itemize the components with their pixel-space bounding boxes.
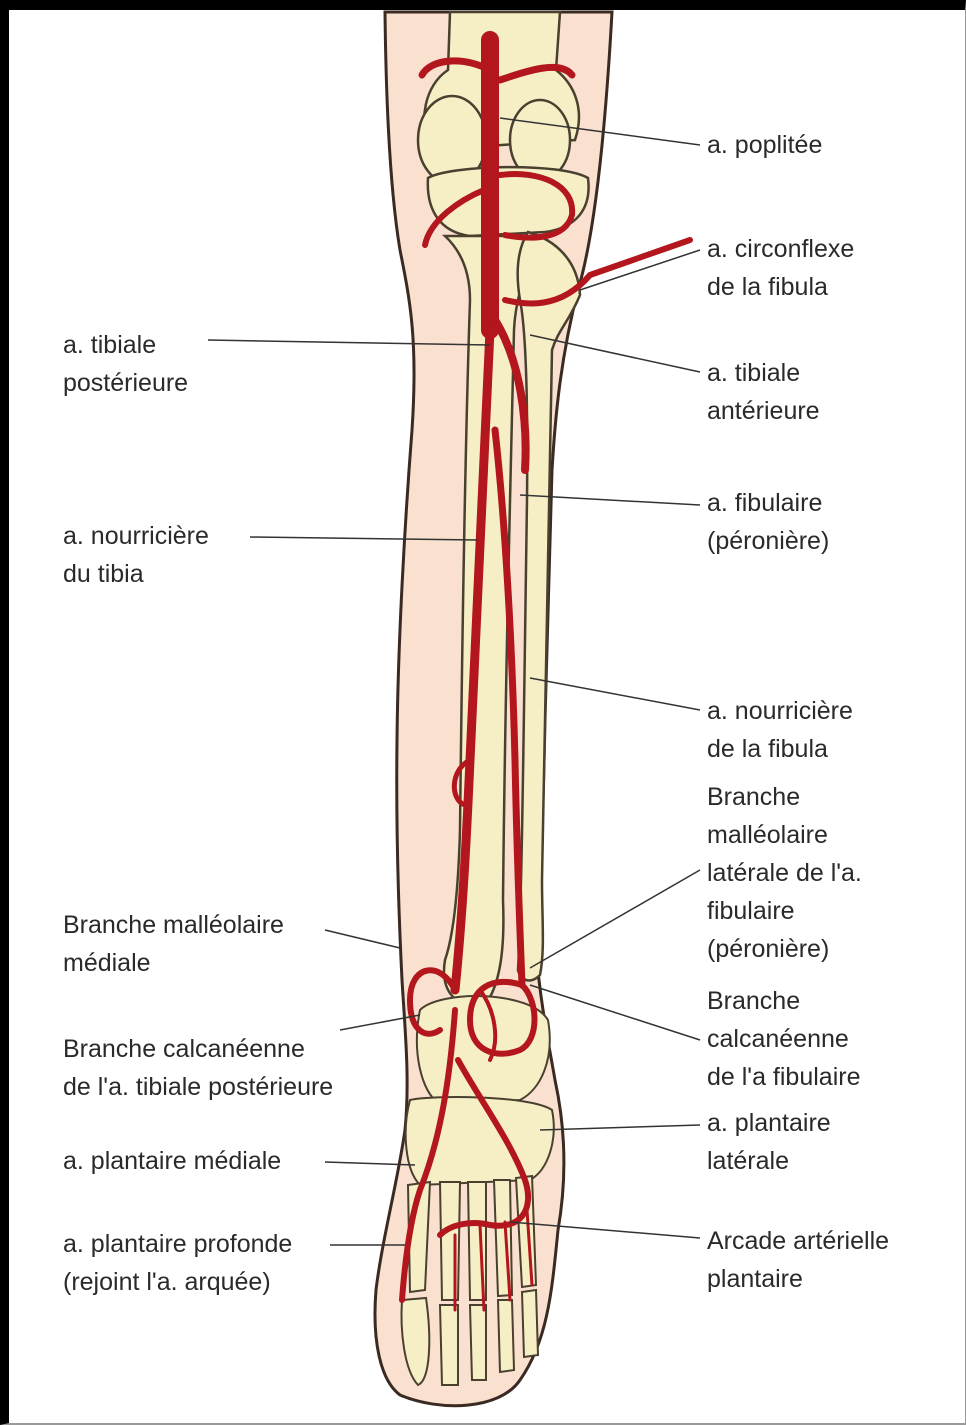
- label-arteria-plantaire-mediale: a. plantaire médiale: [63, 1142, 281, 1180]
- label-arteria-plantaire-profonde: a. plantaire profonde (rejoint l'a. arqu…: [63, 1225, 292, 1301]
- label-arteria-fibulaire: a. fibulaire (péronière): [707, 484, 829, 560]
- label-arteria-circonflexe-fibula: a. circonflexe de la fibula: [707, 230, 854, 306]
- label-branche-malleolaire-mediale: Branche malléolaire médiale: [63, 906, 284, 982]
- label-branche-calcaneenne-tibiale: Branche calcanéenne de l'a. tibiale post…: [63, 1030, 333, 1106]
- label-arcade-arterielle-plantaire: Arcade artérielle plantaire: [707, 1222, 889, 1298]
- foot-bones: [402, 996, 554, 1385]
- label-arteria-nourriciere-fibula: a. nourricière de la fibula: [707, 692, 853, 768]
- label-arteria-tibiale-anterieure: a. tibiale antérieure: [707, 354, 820, 430]
- label-branche-malleolaire-laterale: Branche malléolaire latérale de l'a. fib…: [707, 778, 862, 968]
- label-arteria-poplitea: a. poplitée: [707, 126, 822, 164]
- label-arteria-plantaire-laterale: a. plantaire latérale: [707, 1104, 831, 1180]
- label-arteria-nourriciere-tibia: a. nourricière du tibia: [63, 517, 209, 593]
- label-branche-calcaneenne-fibulaire: Branche calcanéenne de l'a fibulaire: [707, 982, 860, 1096]
- label-arteria-tibiale-posterieure: a. tibiale postérieure: [63, 326, 188, 402]
